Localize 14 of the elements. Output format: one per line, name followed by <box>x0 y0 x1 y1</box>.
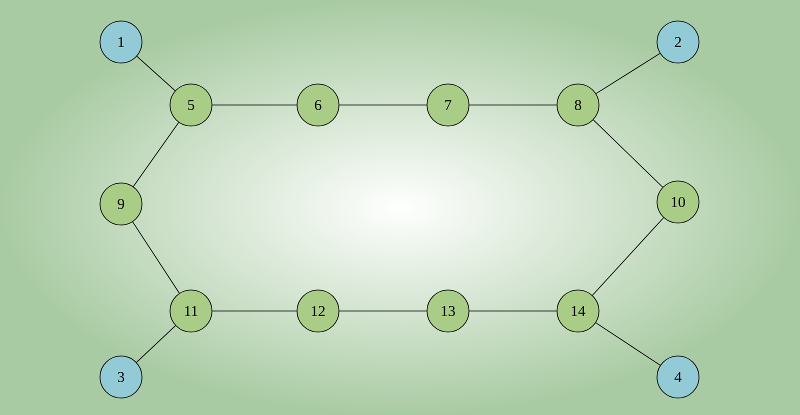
connector-line <box>469 104 557 106</box>
connector-line <box>592 120 664 188</box>
connector-line <box>339 104 427 106</box>
connector-line <box>595 322 661 366</box>
connector-line <box>596 53 660 94</box>
connector-line <box>132 222 180 294</box>
connector-line <box>136 325 176 363</box>
connector-line <box>136 56 176 92</box>
connector-line <box>592 217 664 296</box>
connector-line <box>212 310 297 312</box>
connector-line <box>469 310 557 312</box>
connector-line <box>212 104 297 106</box>
connector-line <box>132 122 180 187</box>
connector-line <box>339 310 427 312</box>
